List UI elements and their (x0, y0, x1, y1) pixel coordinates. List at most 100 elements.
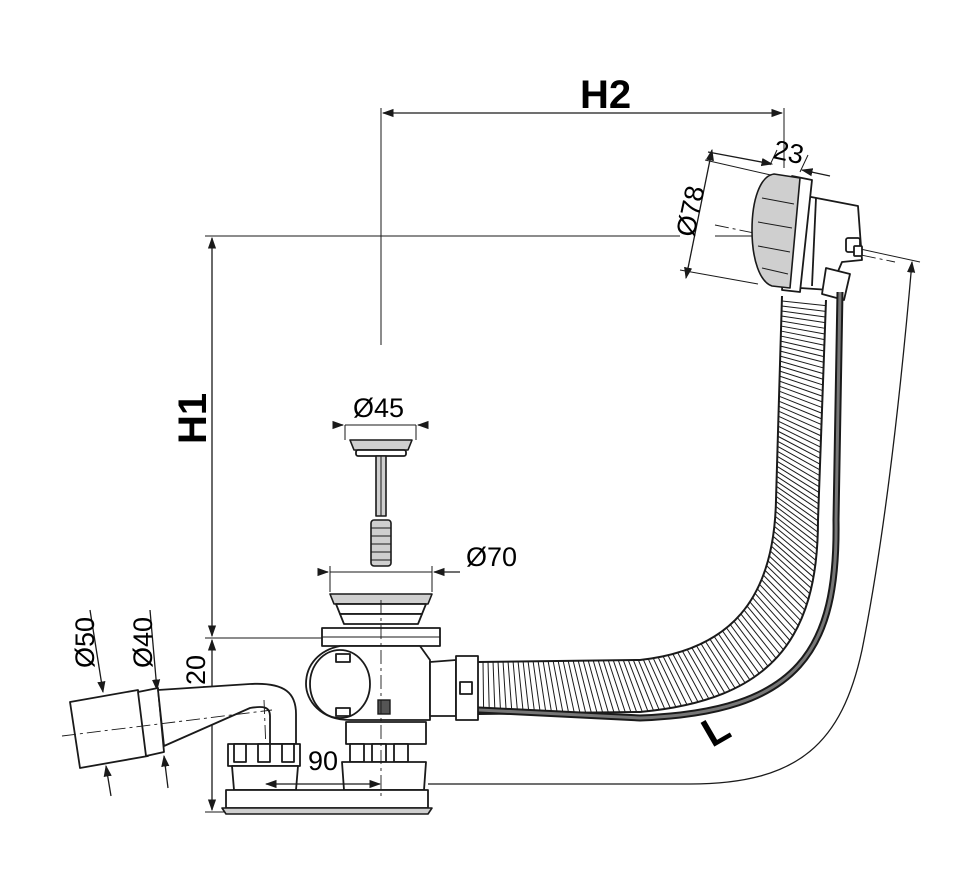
hose-rib (774, 515, 818, 550)
hose-rib (754, 593, 794, 637)
hose-rib (777, 435, 821, 459)
d70-label: Ø70 (466, 542, 517, 572)
hose-rib (592, 660, 609, 713)
hose-rib (771, 540, 814, 578)
hose-rib (582, 660, 598, 713)
hose-rib (771, 545, 813, 584)
dimension-h1: H1 (171, 235, 760, 638)
hose-rib (779, 365, 824, 380)
overflow-head: 23 Ø78 (671, 135, 896, 301)
hose-rib (775, 505, 818, 539)
hose-rib (740, 613, 777, 659)
hose-rib (775, 495, 819, 527)
hose-rib (705, 641, 736, 689)
hose-rib (577, 660, 592, 713)
d23-label: 23 (771, 135, 807, 171)
hose-rib (632, 659, 654, 711)
hose-rib (773, 530, 816, 567)
hose-rib (597, 660, 615, 713)
hose-rib (567, 660, 581, 713)
hose-rib (718, 633, 751, 681)
dimension-h2: H2 (380, 73, 785, 345)
hose-rib (492, 661, 496, 714)
hose-rib (532, 661, 541, 714)
hose-rib (780, 340, 825, 352)
hose-rib (722, 630, 756, 678)
hose-rib (622, 660, 643, 712)
hose-rib (726, 627, 760, 674)
hose-rib (779, 370, 824, 386)
hose-rib (482, 661, 485, 714)
hose-rib (700, 643, 731, 691)
hose-rib (763, 574, 804, 616)
hose-rib (776, 475, 819, 505)
hose-rib (737, 617, 773, 663)
hose-rib (780, 345, 825, 358)
hose-rib (775, 500, 819, 533)
hose-rib (612, 660, 632, 713)
hose-rib (647, 658, 671, 709)
d78-label: Ø78 (671, 183, 711, 239)
hose-rib (776, 480, 819, 510)
hose-rib (764, 570, 806, 611)
hose-rib (774, 520, 817, 556)
hose-rib (779, 390, 823, 409)
hose-rib (761, 579, 802, 621)
hose-rib (780, 350, 824, 363)
hose-rib (777, 455, 820, 482)
hose-rib (517, 661, 524, 714)
hose-rib (487, 661, 490, 714)
hose-rib (587, 660, 604, 713)
d50-label: Ø50 (70, 617, 100, 668)
hose-rib (777, 445, 821, 471)
hose-rib (672, 653, 699, 703)
hose-rib (778, 405, 822, 426)
hose-rib (777, 450, 820, 476)
hose-rib (779, 380, 823, 397)
hose-rib (642, 659, 666, 710)
hose-rib (778, 415, 822, 437)
hose-rib (527, 661, 536, 714)
popup-plug: Ø45 (332, 393, 429, 567)
hose-rib (778, 420, 822, 442)
hose-rib (542, 661, 553, 714)
hose-rib (780, 330, 825, 341)
hose-rib (696, 645, 726, 694)
hose-rib (775, 510, 818, 544)
hose-rib (522, 661, 530, 714)
hose-rib (617, 660, 638, 713)
hose-rib (767, 560, 809, 600)
hose-rib (776, 470, 820, 499)
hose-rib (497, 661, 502, 714)
hose-rib (607, 660, 626, 713)
hose-rib (627, 659, 649, 712)
hose-rib (778, 395, 823, 414)
hose-rib (713, 636, 746, 684)
h2-label: H2 (580, 73, 631, 117)
hose-rib (781, 315, 826, 324)
d45-label: Ø45 (353, 393, 404, 423)
hose-rib (779, 385, 823, 403)
d40-label: Ø40 (128, 617, 158, 668)
hose-rib (602, 660, 621, 713)
hose-rib (781, 325, 825, 335)
trap-outlet: Ø50 Ø40 90 (61, 609, 433, 815)
hose-rib (776, 460, 820, 488)
hose-rib (781, 310, 826, 318)
hose-rib (777, 430, 821, 454)
hose-rib (562, 660, 575, 713)
hose-rib (537, 661, 547, 714)
hose-rib (777, 425, 821, 448)
hose-rib (686, 649, 715, 698)
hose-rib (759, 584, 799, 627)
hose-rib (691, 647, 720, 696)
hose-rib (507, 661, 513, 714)
hose-rib (781, 300, 826, 307)
hose-rib (752, 597, 791, 641)
hose-rib (776, 465, 820, 493)
hose-rib (502, 661, 507, 714)
hose-rib (766, 565, 808, 606)
hose-rib (552, 660, 564, 714)
hose-rib (781, 305, 826, 312)
